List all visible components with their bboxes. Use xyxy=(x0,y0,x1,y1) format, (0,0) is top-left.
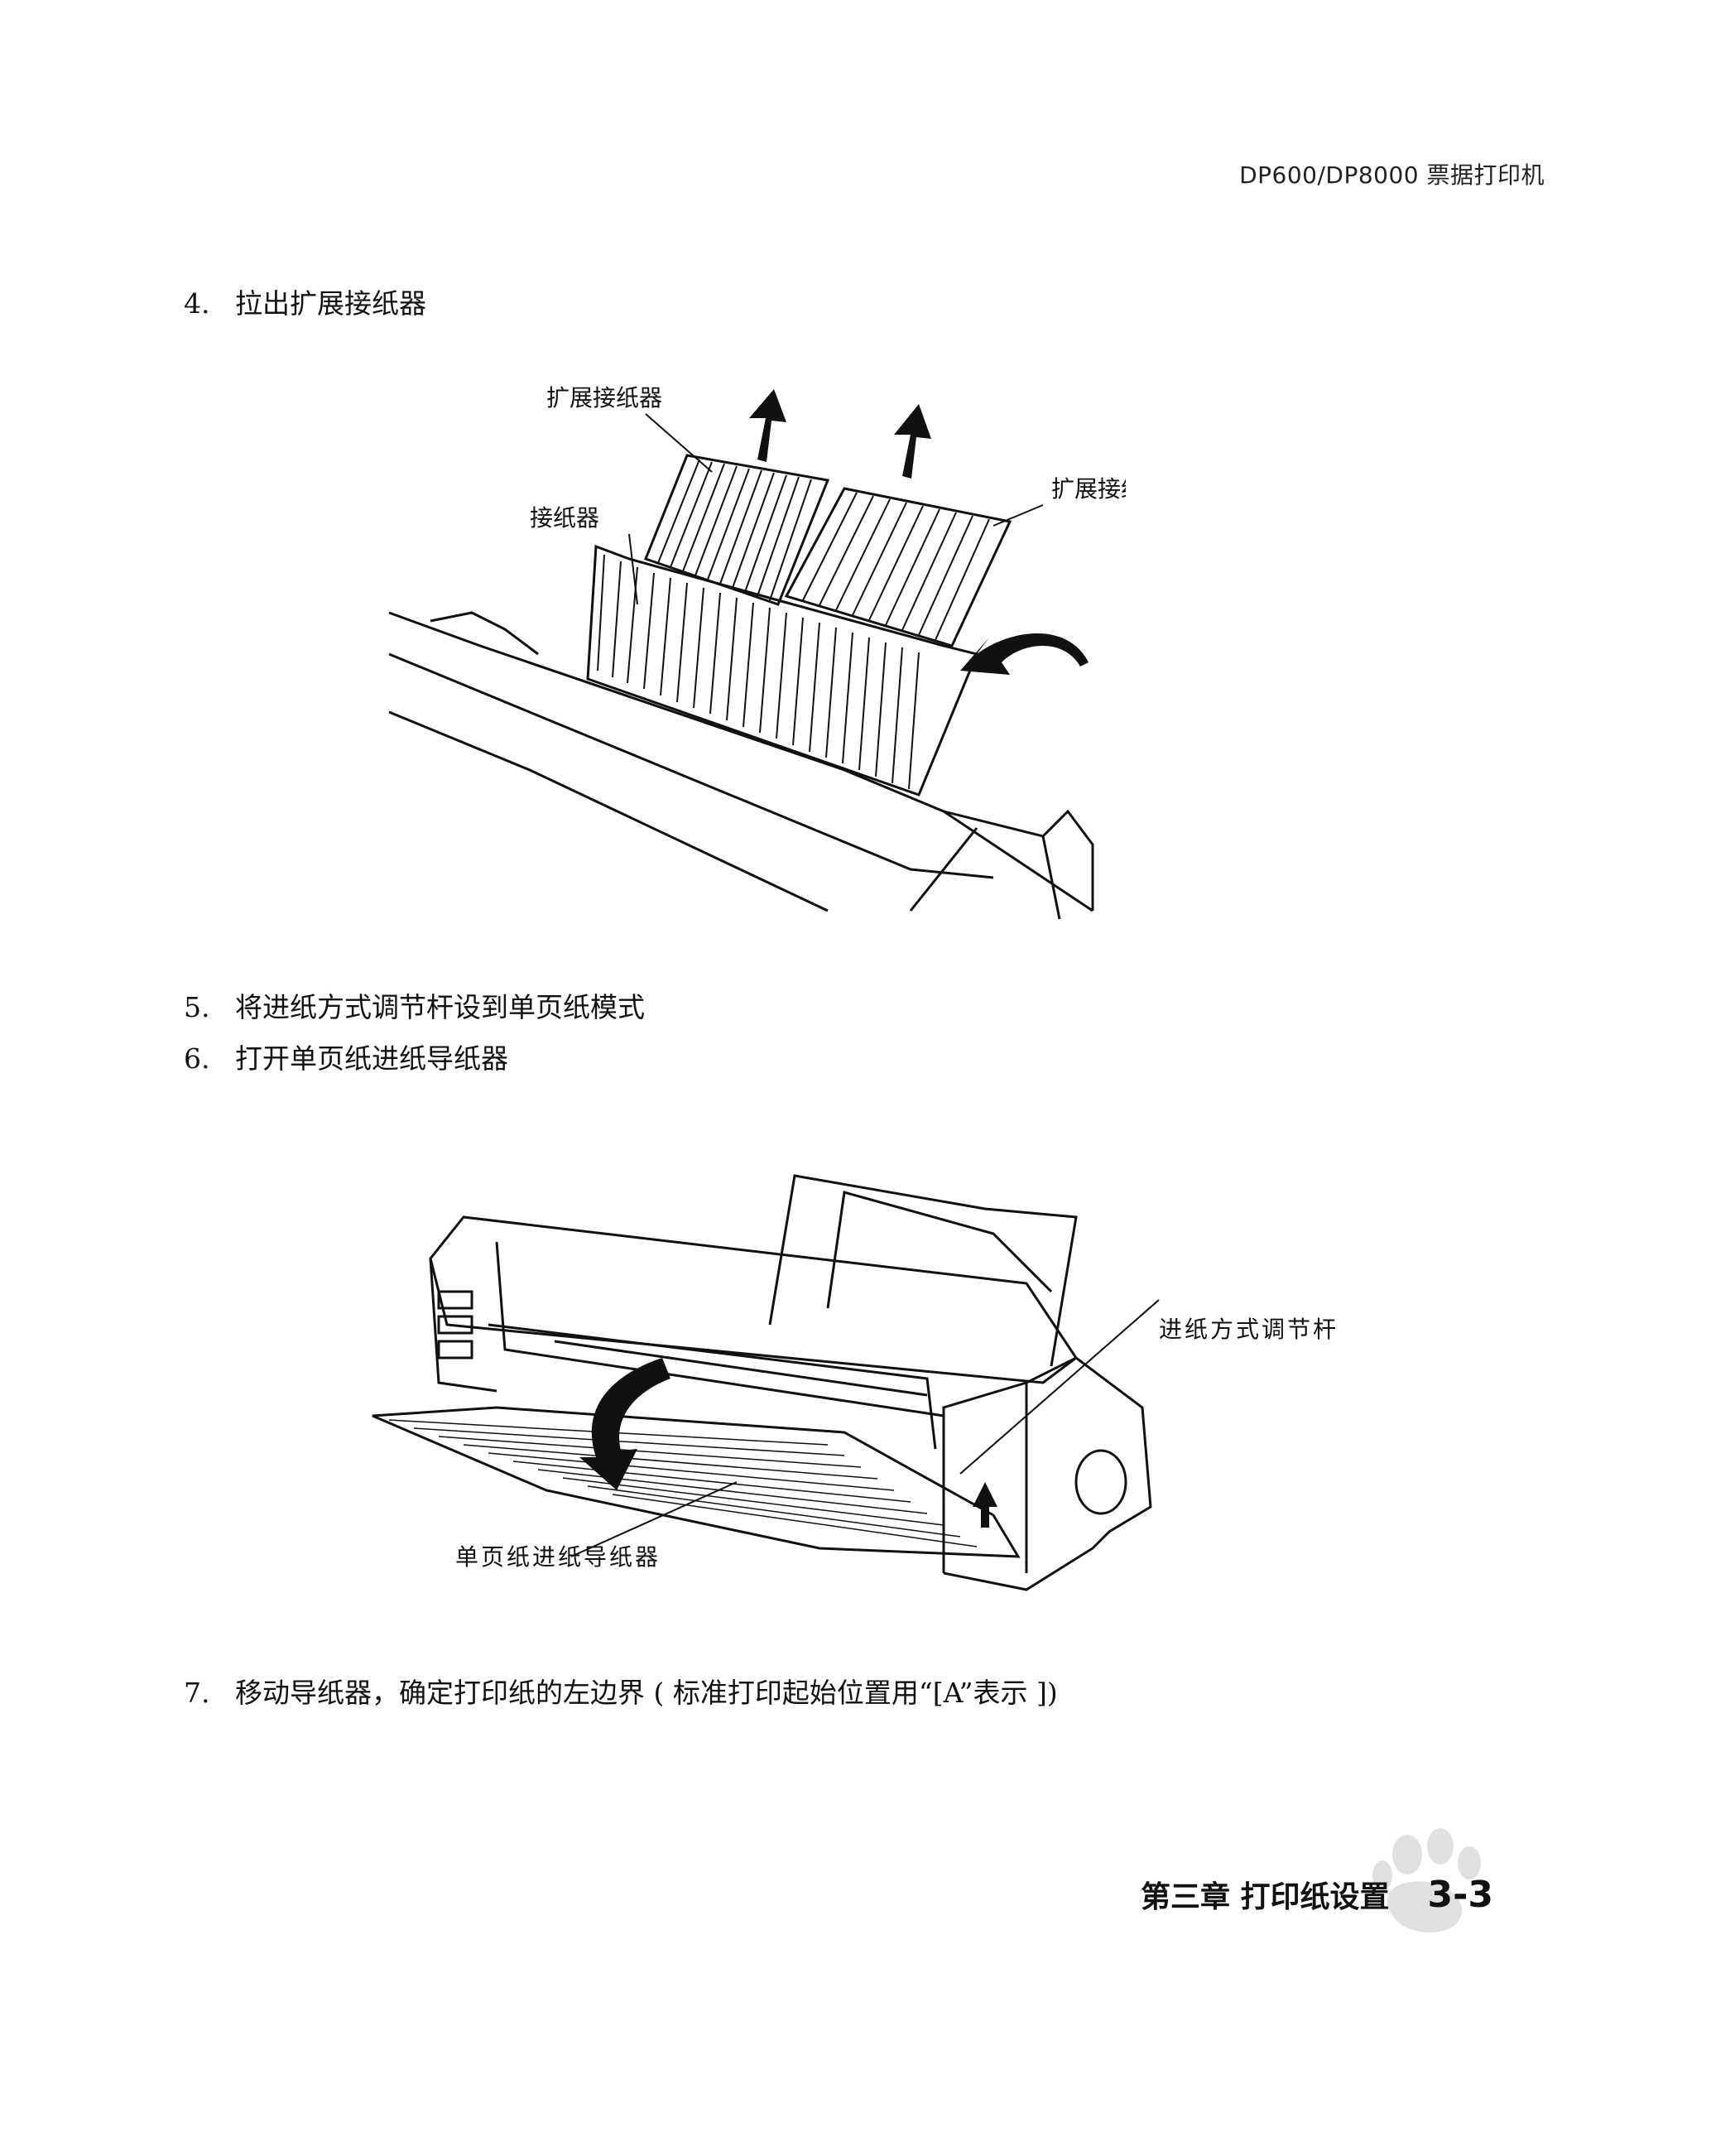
figure-sheet-guide: 进纸方式调节杆 单页纸进纸导纸器 xyxy=(364,1159,1358,1623)
figure-paper-holder: 扩展接纸器 接纸器 扩展接纸器 xyxy=(381,381,1126,927)
step-text: 拉出扩展接纸器 xyxy=(235,287,426,320)
chapter-title: 第三章 打印纸设置 xyxy=(1141,1880,1390,1914)
page-number: 3-3 xyxy=(1427,1874,1494,1916)
step-number: 7. xyxy=(184,1677,210,1709)
baidu-watermark xyxy=(1209,1822,1622,1974)
paper-holder-illustration: 扩展接纸器 接纸器 扩展接纸器 xyxy=(388,384,1126,920)
label-extension-left: 扩展接纸器 xyxy=(546,384,662,411)
label-sheet-guide: 单页纸进纸导纸器 xyxy=(455,1543,661,1571)
baidu-logo-icon xyxy=(1372,1828,1481,1932)
page-footer: 第三章 打印纸设置 3-3 xyxy=(1141,1873,1493,1916)
sheet-guide-illustration: 进纸方式调节杆 单页纸进纸导纸器 xyxy=(372,1174,1338,1591)
step-text: 移动导纸器，确定打印纸的左边界 ( 标准打印起始位置用“[A”表示 ]) xyxy=(235,1677,1058,1709)
step-7: 7. 移动导纸器，确定打印纸的左边界 ( 标准打印起始位置用“[A”表示 ]) xyxy=(184,1671,1058,1711)
step-number: 6. xyxy=(184,1042,210,1075)
step-number: 4. xyxy=(184,287,210,320)
lever-arrow xyxy=(973,1482,997,1528)
running-header: DP600/DP8000 票据打印机 xyxy=(1239,161,1545,189)
step-text: 将进纸方式调节杆设到单页纸模式 xyxy=(235,991,645,1023)
step-5: 5. 将进纸方式调节杆设到单页纸模式 xyxy=(184,985,645,1025)
step-4: 4. 拉出扩展接纸器 xyxy=(184,282,426,321)
open-arrow xyxy=(579,1358,670,1490)
label-paper-holder: 接纸器 xyxy=(530,504,599,532)
fold-arrow xyxy=(960,633,1089,675)
pull-up-arrows xyxy=(749,389,931,479)
label-extension-right: 扩展接纸器 xyxy=(1051,475,1126,503)
step-6: 6. 打开单页纸进纸导纸器 xyxy=(184,1037,508,1076)
step-text: 打开单页纸进纸导纸器 xyxy=(235,1042,508,1075)
step-number: 5. xyxy=(184,991,210,1023)
label-feed-lever: 进纸方式调节杆 xyxy=(1159,1316,1338,1343)
